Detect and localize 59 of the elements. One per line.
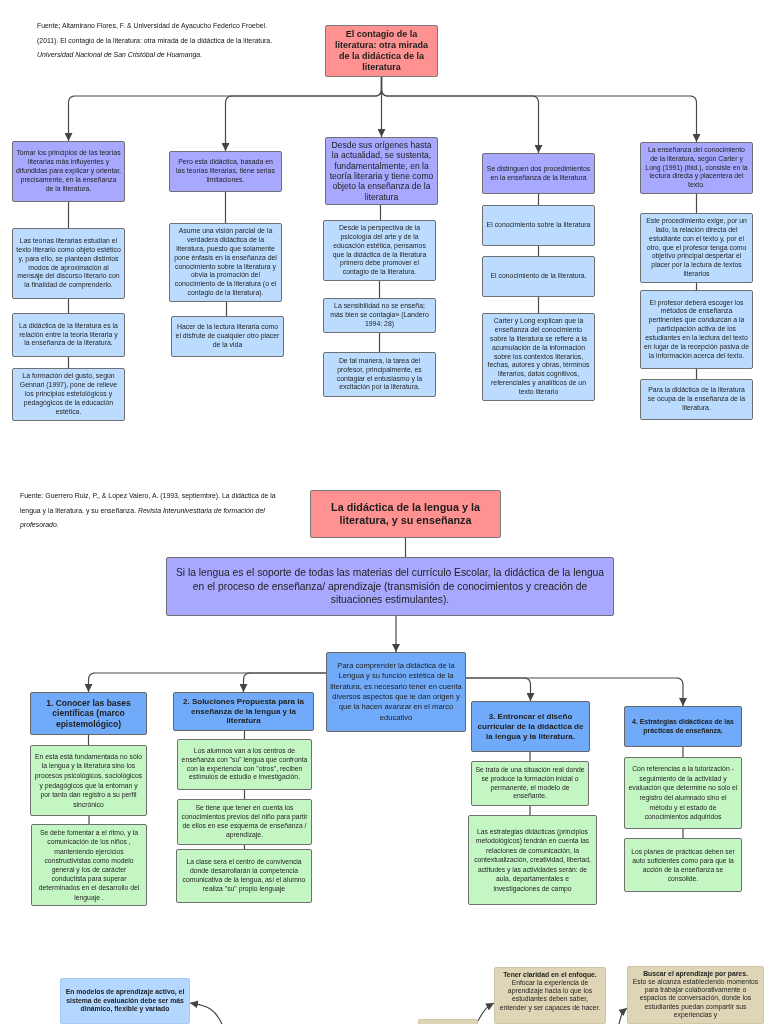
detail-box (30, 745, 147, 816)
note-box (323, 298, 436, 333)
detail-box (177, 739, 312, 790)
note-card (418, 1019, 478, 1024)
title-text: La didáctica de la lengua y la literatura, y su enseñanza (330, 500, 481, 528)
heading-text: 1. Conocer las bases científicas (marco epistemológico) (45, 697, 132, 730)
connector-line (682, 746, 684, 758)
note-box (323, 352, 436, 397)
connector-line (529, 751, 531, 762)
connector-arrow (465, 677, 687, 707)
connector-arrow (239, 672, 327, 693)
heading-box (471, 701, 590, 752)
title-box (325, 25, 438, 77)
detail-box (176, 849, 312, 903)
note-box (171, 316, 284, 357)
topic-box (12, 141, 125, 202)
note-box (323, 220, 436, 281)
heading-text: 2. Soluciones Propuesta para la enseñanza de la lengua y la literatura (182, 697, 305, 726)
connector-line (529, 805, 531, 816)
connector-arrow (618, 1007, 628, 1024)
heading-box (173, 692, 314, 731)
connector-line (378, 332, 381, 353)
note-box (12, 368, 125, 421)
note-box (640, 379, 753, 420)
connector-line (67, 201, 70, 229)
topic-box (166, 557, 614, 616)
detail-box (31, 824, 147, 906)
heading-text: 3. Entroncar el diseño curricular de la didáctica de la lengua y la literatura. (476, 711, 585, 742)
detail-box (468, 815, 597, 905)
note-card (494, 967, 606, 1024)
connector-arrow (380, 76, 701, 143)
heading-box (30, 692, 147, 735)
note-card (627, 966, 764, 1024)
title-box (310, 490, 501, 538)
topic-box (482, 153, 595, 194)
connector-arrow (392, 615, 400, 653)
connector-line (224, 191, 227, 224)
topic-text: Si la lengua es el soporte de todas las materias del currículo Escolar, la didáctica de la lengua en el proceso de enseñanza/ aprendizaje (transmisión de conocimientos y creación de situaciones estimulantes). (174, 566, 606, 607)
connector-line (695, 193, 698, 214)
connector-line (404, 537, 407, 558)
connector-line (88, 815, 90, 825)
connector-arrow (189, 1000, 223, 1024)
note-box (482, 205, 595, 246)
note-box (12, 228, 125, 299)
detail-box (624, 757, 742, 829)
note-box (640, 290, 753, 369)
heading-box (326, 652, 466, 732)
detail-box (624, 838, 742, 892)
note-box (482, 256, 595, 297)
connector-arrow (477, 1002, 495, 1022)
topic-text: Desde sus orígenes hasta la actualidad, se sustenta, fundamentalmente, en la teoría literaria y tiene como objeto la enseñanza de la literatura (329, 140, 434, 202)
heading-box (624, 706, 742, 747)
title-text: El contagio de la literatura: otra mirada de la didáctica de la literatura (334, 29, 429, 73)
note-box (60, 978, 190, 1024)
connector-line (243, 844, 246, 850)
note-box (12, 313, 125, 357)
topic-box (169, 151, 282, 192)
connector-line (695, 282, 698, 291)
connector-line (682, 828, 684, 839)
